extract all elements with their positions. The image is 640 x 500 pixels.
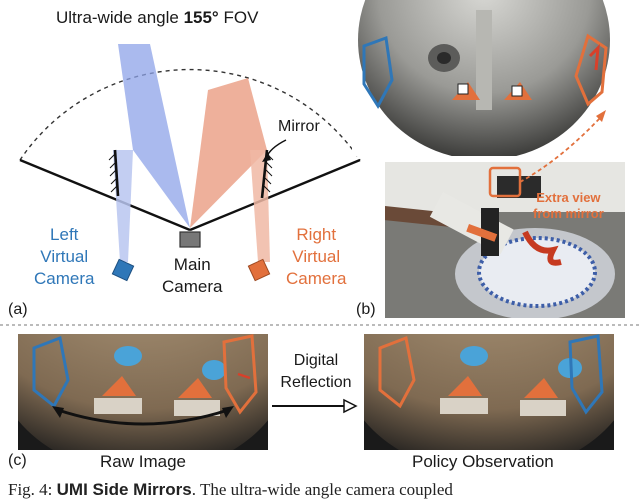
left-camera-icon bbox=[111, 258, 135, 282]
raw-left-highlight bbox=[32, 335, 70, 409]
fov-right-ray bbox=[189, 158, 361, 232]
policy-observation-photo bbox=[364, 334, 614, 450]
fisheye-view-photo bbox=[352, 0, 616, 156]
right-beam bbox=[190, 78, 267, 228]
raw-image-label: Raw Image bbox=[100, 452, 186, 471]
fisheye-left-highlight bbox=[362, 35, 394, 109]
digital-reflection-label: Digital Reflection bbox=[280, 352, 352, 391]
policy-observation-label: Policy Observation bbox=[412, 452, 554, 471]
caption-title: UMI Side Mirrors bbox=[56, 480, 192, 499]
right-virtual-camera-label: Right Virtual Camera bbox=[286, 225, 347, 288]
fisheye-right-highlight bbox=[574, 33, 608, 107]
extra-view-label: Extra view from mirror bbox=[533, 190, 604, 221]
fov-left-ray bbox=[19, 158, 191, 232]
caption-text: . The ultra-wide angle camera coupled bbox=[191, 480, 453, 499]
left-virtual-camera-label: Left Virtual Camera bbox=[34, 225, 95, 288]
policy-right-highlight bbox=[568, 334, 604, 415]
panel-a-tag: (a) bbox=[8, 301, 28, 318]
left-mirror-hatch bbox=[108, 153, 118, 193]
raw-image-photo bbox=[18, 334, 268, 450]
fov-arc bbox=[19, 68, 361, 161]
main-camera-label: Main Camera bbox=[162, 255, 223, 296]
figure-caption: Fig. 4: UMI Side Mirrors. The ultra-wide… bbox=[8, 480, 453, 500]
right-camera-icon bbox=[247, 258, 271, 282]
right-mirror-hatch bbox=[263, 153, 274, 193]
raw-right-highlight bbox=[222, 334, 258, 415]
gripper-photo bbox=[385, 162, 625, 318]
fov-title: Ultra-wide angle 155° FOV bbox=[56, 8, 259, 27]
policy-left-highlight bbox=[378, 335, 416, 409]
caption-fig-number: Fig. 4: bbox=[8, 480, 53, 499]
left-mirror bbox=[113, 149, 120, 197]
main-camera-icon bbox=[179, 231, 201, 248]
mirror-label: Mirror bbox=[278, 118, 320, 135]
panel-b-tag: (b) bbox=[356, 301, 376, 318]
left-beam bbox=[118, 44, 190, 228]
panel-c-tag: (c) bbox=[8, 452, 27, 469]
